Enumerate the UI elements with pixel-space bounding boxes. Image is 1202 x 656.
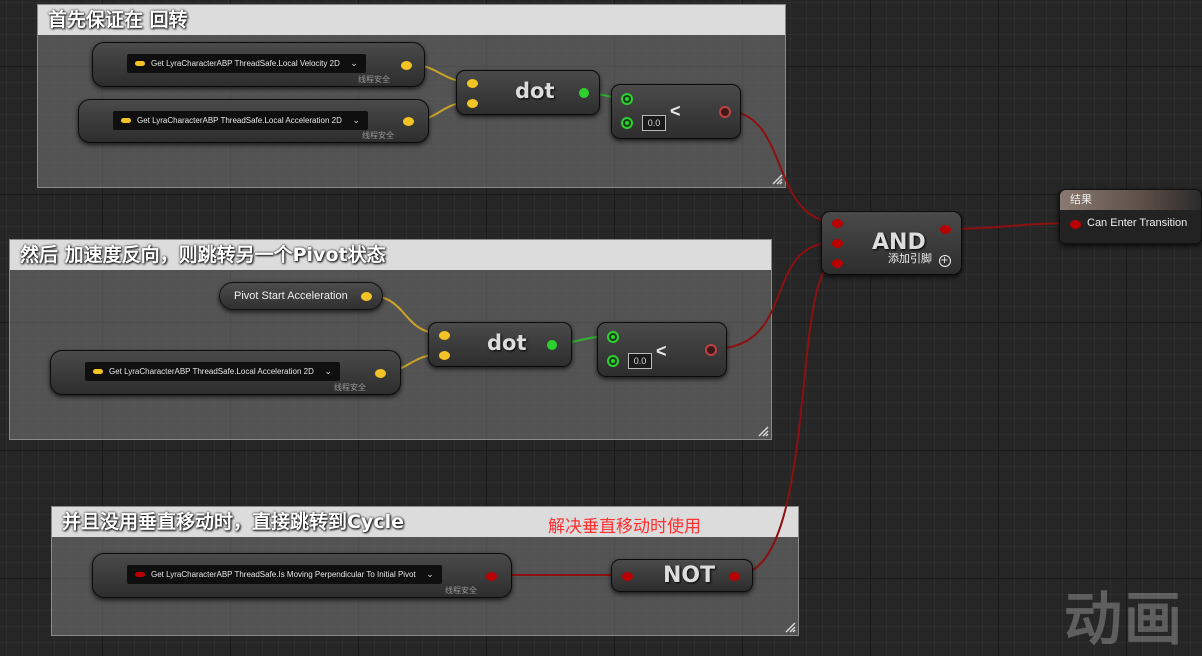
output-pin[interactable]	[705, 344, 717, 356]
watermark-text: 动画	[1064, 585, 1185, 653]
vector-icon	[135, 61, 145, 66]
output-pin[interactable]	[547, 340, 557, 350]
and-node[interactable]: AND 添加引脚 +	[821, 211, 962, 275]
node-title: NOT	[663, 563, 716, 588]
input-pin[interactable]	[622, 572, 633, 581]
getter-label: Get LyraCharacterABP ThreadSafe.Local Ac…	[137, 116, 342, 125]
comment-title: 并且没用垂直移动时，直接跳转到Cycle	[52, 507, 798, 537]
getter-function-bar[interactable]: Get LyraCharacterABP ThreadSafe.Is Movin…	[127, 565, 442, 584]
resize-handle-icon[interactable]	[757, 425, 769, 437]
getter-node-acceleration[interactable]: Get LyraCharacterABP ThreadSafe.Local Ac…	[78, 99, 429, 143]
result-node[interactable]: 结果 Can Enter Transition	[1059, 189, 1202, 244]
add-pin-button[interactable]: 添加引脚 +	[888, 250, 951, 267]
getter-node-acceleration-2[interactable]: Get LyraCharacterABP ThreadSafe.Local Ac…	[50, 350, 401, 395]
input-pin-c[interactable]	[832, 259, 843, 268]
resize-handle-icon[interactable]	[771, 173, 783, 185]
input-pin-b[interactable]	[607, 355, 619, 367]
getter-function-bar[interactable]: Get LyraCharacterABP ThreadSafe.Local Ac…	[113, 111, 368, 130]
chevron-down-icon[interactable]: ⌄	[324, 366, 332, 376]
vector-icon	[121, 118, 131, 123]
vector-icon	[93, 369, 103, 374]
getter-node-velocity[interactable]: Get LyraCharacterABP ThreadSafe.Local Ve…	[92, 42, 425, 87]
chevron-down-icon[interactable]: ⌄	[350, 58, 358, 68]
thread-safe-tag: 线程安全	[445, 586, 477, 595]
add-circle-icon: +	[938, 255, 951, 267]
constant-input[interactable]: 0.0	[628, 353, 652, 369]
resize-handle-icon[interactable]	[784, 621, 796, 633]
thread-safe-tag: 线程安全	[358, 75, 390, 84]
input-pin-can-enter-transition[interactable]	[1070, 220, 1081, 229]
chevron-down-icon[interactable]: ⌄	[426, 569, 434, 579]
output-pin[interactable]	[403, 117, 414, 126]
annotation-text: 解决垂直移动时使用	[548, 517, 701, 537]
input-pin-a[interactable]	[467, 79, 478, 88]
operator-label: <	[670, 101, 681, 121]
variable-node-pivot-start-acceleration[interactable]: Pivot Start Acceleration	[219, 282, 383, 310]
operator-label: <	[656, 341, 667, 361]
compare-node-1[interactable]: 0.0 <	[611, 84, 741, 139]
input-pin-a[interactable]	[832, 219, 843, 228]
output-pin[interactable]	[729, 572, 740, 581]
thread-safe-tag: 线程安全	[334, 383, 366, 392]
comment-title: 然后 加速度反向，则跳转另一个Pivot状态	[10, 240, 771, 270]
comment-title: 首先保证在 回转	[38, 5, 785, 35]
input-pin-b[interactable]	[467, 99, 478, 108]
output-pin[interactable]	[579, 88, 589, 98]
output-pin[interactable]	[719, 106, 731, 118]
input-pin-b[interactable]	[439, 351, 450, 360]
getter-label: Get LyraCharacterABP ThreadSafe.Local Ac…	[109, 367, 314, 376]
dot-product-node-1[interactable]: dot	[456, 70, 600, 115]
dot-product-node-2[interactable]: dot	[428, 322, 572, 367]
getter-function-bar[interactable]: Get LyraCharacterABP ThreadSafe.Local Ve…	[127, 54, 366, 73]
bool-icon	[135, 572, 145, 577]
getter-label: Get LyraCharacterABP ThreadSafe.Is Movin…	[151, 570, 416, 579]
input-pin-a[interactable]	[607, 331, 619, 343]
compare-node-2[interactable]: 0.0 <	[597, 322, 727, 377]
node-title: AND	[872, 230, 926, 255]
node-title: dot	[515, 79, 555, 103]
getter-function-bar[interactable]: Get LyraCharacterABP ThreadSafe.Local Ac…	[85, 362, 340, 381]
not-node[interactable]: NOT	[611, 559, 753, 592]
getter-label: Get LyraCharacterABP ThreadSafe.Local Ve…	[151, 59, 340, 68]
input-pin-a[interactable]	[439, 331, 450, 340]
variable-label: Pivot Start Acceleration	[234, 290, 348, 302]
result-header: 结果	[1060, 190, 1201, 210]
input-pin-a[interactable]	[621, 93, 633, 105]
add-pin-label: 添加引脚	[888, 252, 932, 265]
getter-node-is-moving-perpendicular[interactable]: Get LyraCharacterABP ThreadSafe.Is Movin…	[92, 553, 512, 598]
output-pin[interactable]	[375, 369, 386, 378]
node-title: dot	[487, 331, 527, 355]
output-pin[interactable]	[361, 292, 372, 301]
output-pin[interactable]	[940, 225, 951, 234]
output-pin[interactable]	[401, 61, 412, 70]
input-pin-b[interactable]	[621, 117, 633, 129]
input-pin-b[interactable]	[832, 239, 843, 248]
constant-input[interactable]: 0.0	[642, 115, 666, 131]
output-pin[interactable]	[486, 572, 497, 581]
thread-safe-tag: 线程安全	[362, 131, 394, 140]
chevron-down-icon[interactable]: ⌄	[352, 115, 360, 125]
result-pin-label: Can Enter Transition	[1087, 217, 1188, 229]
wire-and-result	[945, 222, 1075, 230]
